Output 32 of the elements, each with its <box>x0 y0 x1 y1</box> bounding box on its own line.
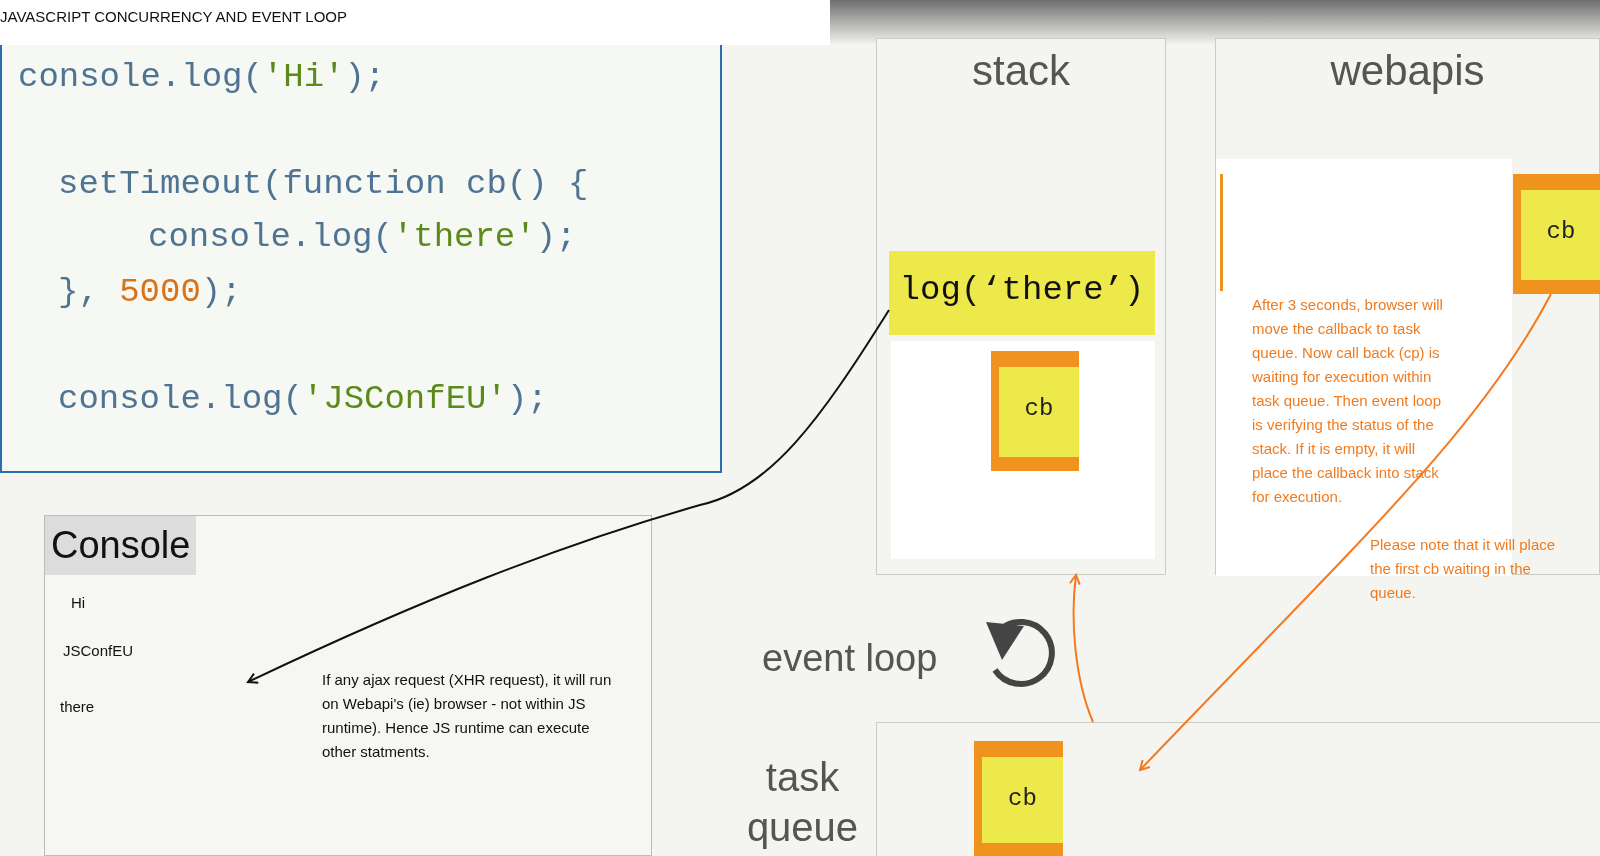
queue-heading: task queue <box>745 754 860 851</box>
loop-label: event loop <box>762 636 939 681</box>
callback-text: cb <box>1545 218 1577 245</box>
code-line: }, 5000); <box>58 273 242 311</box>
frame-text: log(‘there’) <box>898 271 1146 309</box>
callback-box <box>991 351 1079 471</box>
callback-box <box>1513 174 1600 294</box>
console-heading: Console <box>45 516 197 575</box>
code-panel <box>0 45 722 473</box>
code-line: console.log('there'); <box>148 218 577 256</box>
panel-box <box>876 38 1166 575</box>
callback-text: cb <box>1023 395 1055 422</box>
title-text: JAVASCRIPT CONCURRENCY AND EVENT LOOP <box>0 8 348 25</box>
callback-text: cb <box>1007 785 1038 812</box>
panel-heading: stack <box>971 47 1071 95</box>
callback-box <box>974 741 1063 856</box>
panel-box <box>1215 38 1600 575</box>
panel-heading: webapis <box>1329 47 1486 95</box>
note-text: If any ajax request (XHR request), it will run on Webapi's (ie) browser - not within JS runtime). Hence JS runtime can execute other statments. <box>322 670 613 762</box>
code-line: console.log('Hi'); <box>18 58 386 96</box>
arrow <box>247 309 890 684</box>
stack-frame <box>889 251 1155 335</box>
console-output: Hi <box>71 594 86 611</box>
queue-box <box>876 722 1600 856</box>
console-output: JSConfEU <box>63 642 134 659</box>
arrow <box>1139 293 1552 771</box>
console-panel <box>44 515 652 856</box>
code-line: console.log('JSConfEU'); <box>58 380 548 418</box>
code-line: setTimeout(function cb() { <box>58 165 589 203</box>
annotation-text: Please note that it will place the first cb waiting in the queue. <box>1370 535 1557 603</box>
console-output: there <box>60 698 95 715</box>
arrow <box>1069 574 1094 723</box>
